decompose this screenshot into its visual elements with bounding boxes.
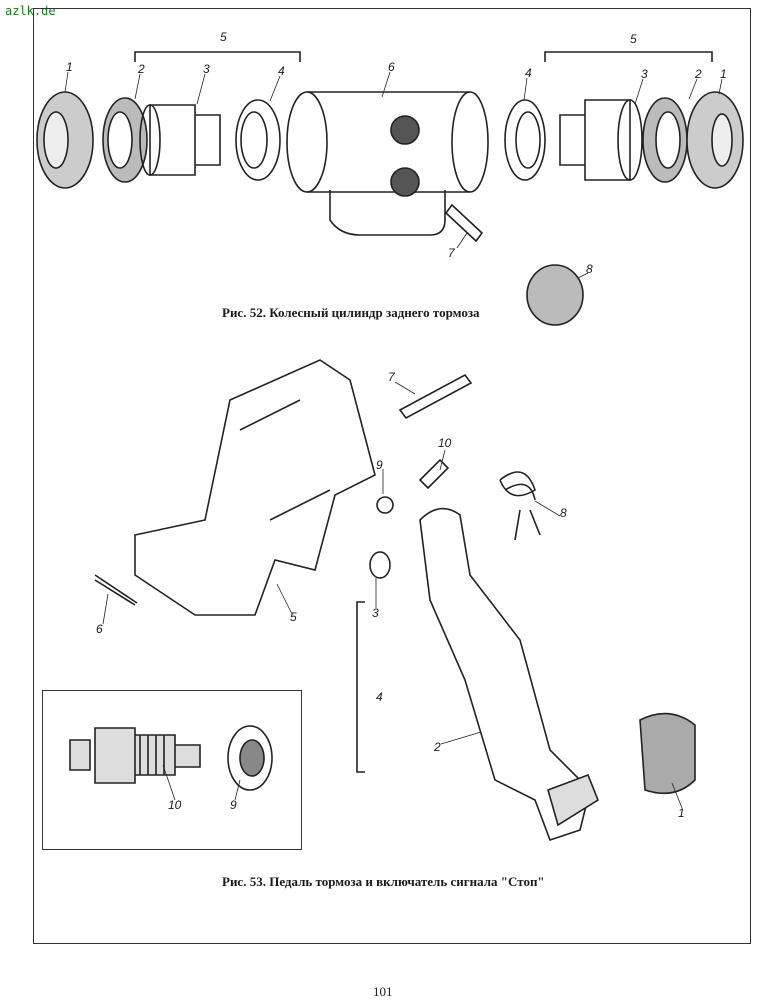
callout-52-5-right: 5 <box>630 32 637 46</box>
switch-small <box>418 458 450 490</box>
page-number: 101 <box>373 984 393 999</box>
bracket-right <box>544 51 713 62</box>
bleeder-valve <box>444 203 484 243</box>
callout-52-3-right: 3 <box>641 67 648 81</box>
callout-52-7: 7 <box>448 246 455 260</box>
piston-left <box>149 104 221 176</box>
callout-inset-9: 9 <box>230 798 237 812</box>
callout-53-5: 5 <box>290 610 297 624</box>
callout-53-1: 1 <box>678 806 685 820</box>
piston-right <box>559 99 631 181</box>
page-frame <box>33 8 751 944</box>
brake-pedal <box>419 507 591 842</box>
callout-52-3-left: 3 <box>203 62 210 76</box>
callout-53-9: 9 <box>376 458 383 472</box>
callout-52-2-left: 2 <box>138 62 145 76</box>
callout-52-5-left: 5 <box>220 30 227 44</box>
cotter-pin <box>94 574 138 606</box>
callout-52-4-right: 4 <box>525 66 532 80</box>
pedal-cover <box>639 712 696 795</box>
inset-box-stop-switch <box>42 690 302 850</box>
figure-52-caption: Рис. 52. Колесный цилиндр заднего тормоз… <box>222 305 480 320</box>
callout-52-8: 8 <box>586 262 593 276</box>
watermark: azlk.de <box>5 4 56 18</box>
stop-switch <box>69 727 201 784</box>
callout-53-4: 4 <box>376 690 383 704</box>
callout-53-6: 6 <box>96 622 103 636</box>
callout-53-8: 8 <box>560 506 567 520</box>
bleeder-cap <box>526 264 584 326</box>
cup-right <box>504 99 546 181</box>
nut-small <box>376 496 394 514</box>
callout-52-1-right: 1 <box>720 67 727 81</box>
bracket-4 <box>356 601 365 773</box>
callout-52-4-left: 4 <box>278 64 285 78</box>
callout-53-7: 7 <box>388 370 395 384</box>
pedal-bracket <box>134 359 376 616</box>
spring <box>499 471 541 541</box>
callout-52-2-right: 2 <box>695 67 702 81</box>
bushing <box>369 551 391 579</box>
figure-53-caption: Рис. 53. Педаль тормоза и включатель сиг… <box>222 874 545 889</box>
callout-53-10: 10 <box>438 436 452 450</box>
pivot-pin <box>398 373 473 420</box>
cup-left <box>235 99 281 181</box>
switch-nut <box>227 725 273 791</box>
callout-inset-10: 10 <box>168 798 182 812</box>
callout-52-6: 6 <box>388 60 395 74</box>
callout-52-1-left: 1 <box>66 60 73 74</box>
callout-53-3: 3 <box>372 606 379 620</box>
callout-53-2: 2 <box>434 740 441 754</box>
pedal-pad <box>547 773 599 827</box>
bracket-left <box>134 51 301 62</box>
